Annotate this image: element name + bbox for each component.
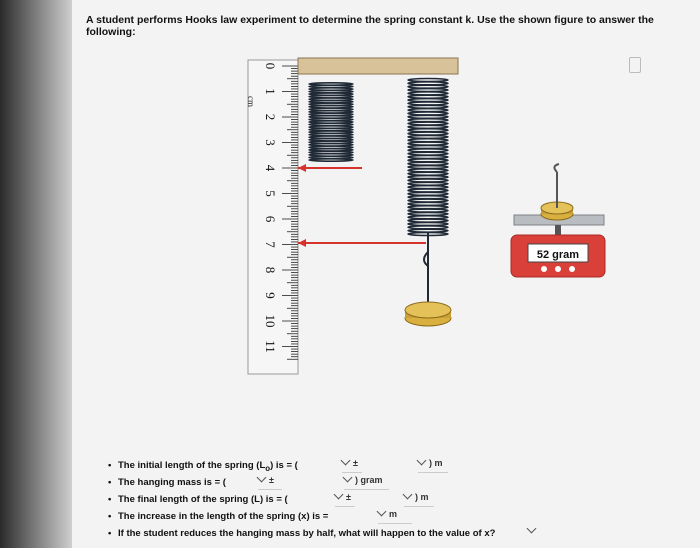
ruler-number: 2: [263, 114, 278, 121]
reduce-mass-answer-select[interactable]: [526, 523, 548, 540]
ruler-number: 8: [263, 267, 278, 274]
ruler-number: 6: [263, 216, 278, 223]
spring-coil: [308, 158, 354, 163]
ruler-numbers: 0 1 2 3 4 5 6 7 8 9 10 11: [263, 63, 278, 353]
item-initial-length-sub: o: [265, 463, 271, 473]
ruler-number: 9: [263, 292, 278, 299]
ruler-number: 1: [263, 88, 278, 95]
initial-length-pm-select[interactable]: ±: [340, 455, 362, 473]
ruler-number: 4: [263, 165, 278, 172]
hanging-mass-top: [404, 301, 452, 319]
hanging-mass-pm-select[interactable]: ±: [256, 472, 282, 490]
item-reduce-mass-text: If the student reduces the hanging mass …: [118, 528, 496, 539]
ruler-number: 5: [263, 190, 278, 197]
item-hanging-mass-text: The hanging mass is = (: [118, 477, 226, 488]
scale-button-2: [555, 266, 561, 272]
final-length-pm-select[interactable]: ±: [333, 489, 355, 507]
increase-length-select[interactable]: m: [376, 506, 412, 524]
item-increase-length-text: The increase in the length of the spring…: [118, 511, 329, 522]
final-length-unit-select[interactable]: ) m: [402, 489, 434, 507]
hooke-figure: cm 0 1 2 3 4 5 6 7 8 9 10 11 52 gram: [246, 57, 606, 375]
scale-display: [527, 243, 589, 263]
scale-button-1: [541, 266, 547, 272]
ruler-ticks: [282, 65, 298, 360]
ruler-number: 11: [263, 340, 278, 353]
initial-length-arrowhead: [298, 164, 306, 172]
ruler: [247, 59, 299, 375]
scale-reading: 52 gram: [537, 249, 579, 261]
page-icon: [629, 57, 641, 73]
final-length-arrowhead: [298, 239, 306, 247]
wooden-support: [297, 57, 459, 75]
spring-hook: [423, 251, 429, 267]
ruler-number: 10: [263, 315, 278, 328]
scale-button-3: [569, 266, 575, 272]
ruler-number: 7: [263, 241, 278, 248]
ruler-number: 0: [263, 63, 278, 70]
item-initial-length-text: The initial length of the spring (L: [118, 460, 266, 471]
loaded-spring: [407, 77, 449, 237]
ruler-unit: cm: [246, 96, 256, 107]
item-final-length-text: The final length of the spring (L) is = …: [118, 494, 288, 505]
unloaded-spring: [308, 82, 354, 163]
scale-post: [555, 225, 561, 235]
question-title: A student performs Hooks law experiment …: [86, 14, 654, 38]
initial-length-unit-select[interactable]: ) m: [416, 455, 448, 473]
scale-mass-hook: [553, 163, 560, 173]
hanging-mass-unit-select[interactable]: ) gram: [342, 472, 389, 490]
ruler-number: 3: [263, 139, 278, 146]
left-dark-edge: [0, 0, 72, 548]
item-initial-length-text2: ) is = (: [270, 460, 298, 471]
